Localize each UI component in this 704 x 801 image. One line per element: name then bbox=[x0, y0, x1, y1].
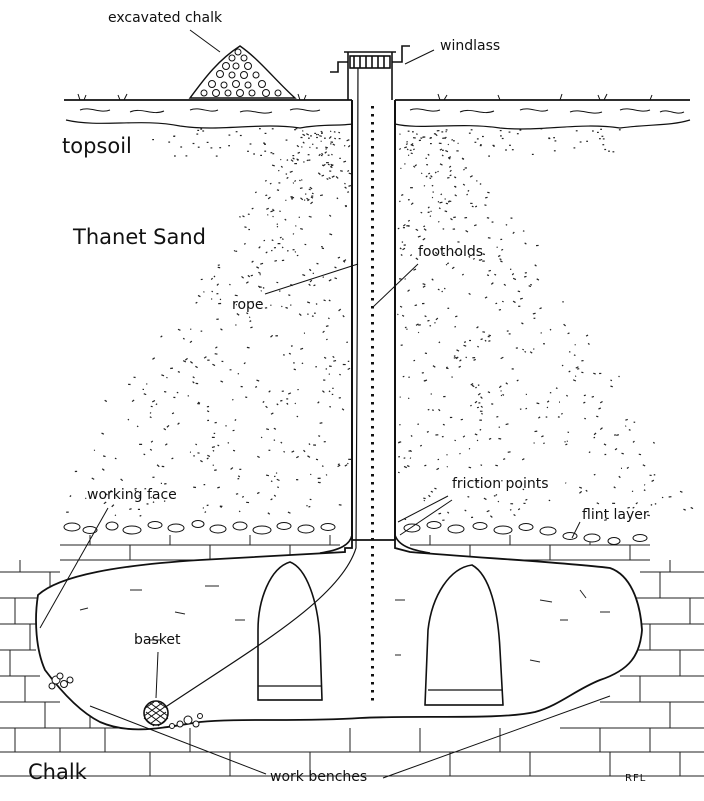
topsoil-texture bbox=[79, 108, 685, 114]
leader-friction-points-1 bbox=[397, 495, 449, 523]
label-footholds: footholds bbox=[418, 244, 484, 260]
leader-lines bbox=[39, 29, 611, 779]
shaft-left-flare bbox=[319, 534, 353, 554]
leader-rope bbox=[264, 263, 359, 295]
label-excavated-chalk: excavated chalk bbox=[108, 10, 223, 26]
flint-layer-stones bbox=[63, 520, 648, 545]
work-bench-right-base bbox=[425, 689, 503, 706]
label-chalk: Chalk bbox=[28, 760, 87, 784]
mining-gallery bbox=[35, 539, 643, 731]
basket-illustration bbox=[143, 700, 169, 727]
leader-work-benches-left bbox=[89, 705, 267, 775]
leader-flint-layer bbox=[571, 521, 581, 539]
gallery-rubble bbox=[48, 672, 203, 729]
chalk-brick-pattern bbox=[0, 535, 704, 777]
artist-signature: RFL bbox=[625, 773, 647, 784]
windlass-frame bbox=[330, 45, 410, 100]
leader-basket bbox=[155, 651, 159, 699]
shaft-right-flare bbox=[394, 534, 431, 554]
leader-friction-points-2 bbox=[399, 499, 453, 536]
shaft-walls bbox=[351, 100, 396, 540]
rope-line bbox=[157, 57, 359, 713]
label-working-face: working face bbox=[87, 487, 177, 503]
leader-work-benches-right bbox=[382, 695, 611, 779]
foothold-notches bbox=[371, 106, 374, 701]
work-bench-left bbox=[257, 561, 323, 701]
spoil-heap-lumps bbox=[200, 48, 282, 97]
gallery-marks bbox=[79, 585, 610, 663]
label-flint-layer: flint layer bbox=[582, 507, 649, 523]
topsoil-base bbox=[65, 119, 691, 130]
label-topsoil: topsoil bbox=[62, 134, 132, 158]
thanet-sand-stipple bbox=[66, 128, 694, 521]
leader-windlass bbox=[404, 49, 435, 65]
grass-tufts bbox=[77, 93, 653, 101]
leader-footholds bbox=[371, 263, 419, 309]
leader-excavated-chalk bbox=[189, 29, 221, 53]
leader-working-face bbox=[39, 507, 109, 629]
label-rope: rope bbox=[232, 297, 264, 313]
label-windlass: windlass bbox=[440, 38, 501, 54]
label-friction-points: friction points bbox=[452, 476, 549, 492]
work-bench-left-base bbox=[258, 685, 322, 701]
label-basket: basket bbox=[134, 632, 181, 648]
work-bench-right bbox=[424, 564, 504, 706]
label-thanet-sand: Thanet Sand bbox=[73, 225, 206, 249]
label-work-benches: work benches bbox=[270, 769, 368, 785]
